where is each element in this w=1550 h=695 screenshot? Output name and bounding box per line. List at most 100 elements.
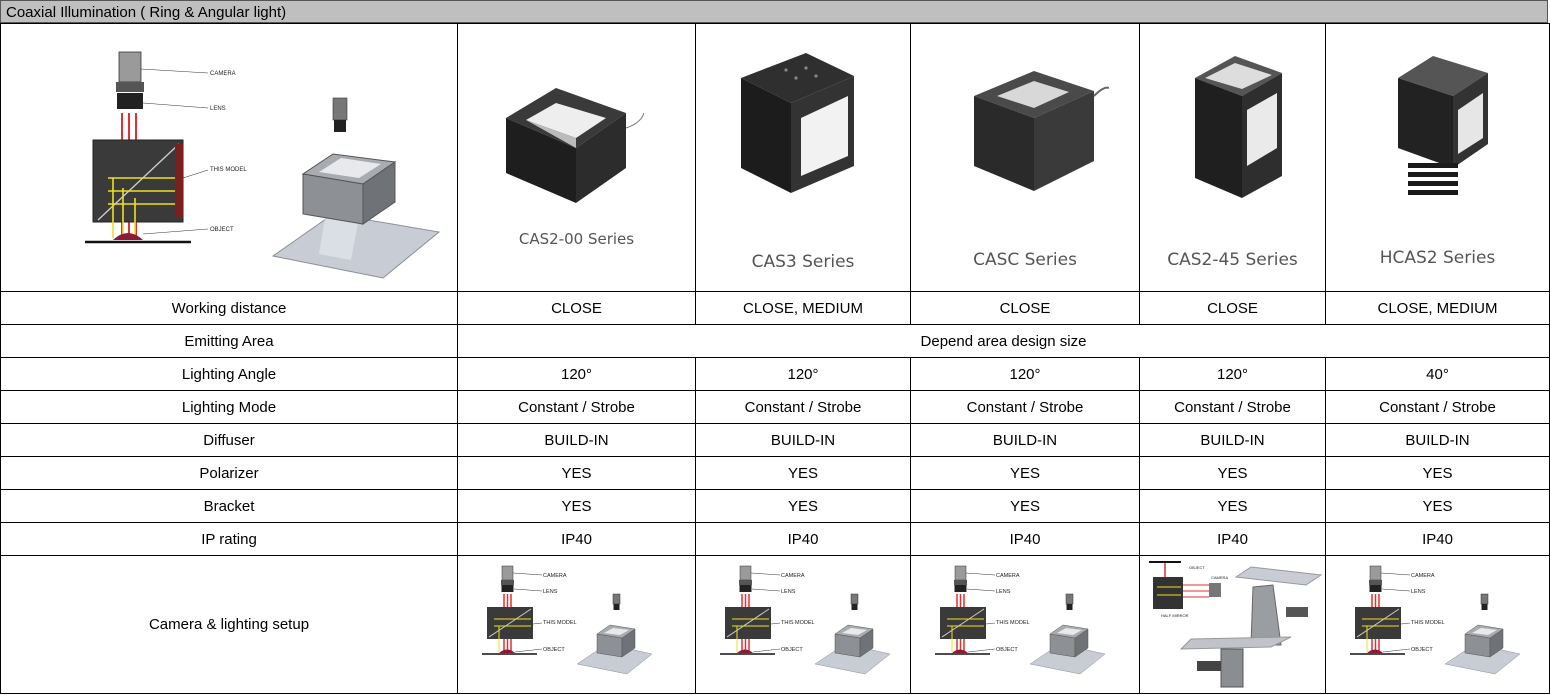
row-bracket: Bracket YES YES YES YES YES xyxy=(0,489,1550,523)
hcas2-product-icon xyxy=(1398,56,1488,195)
label-ip-rating: IP rating xyxy=(0,522,458,556)
value-cell: Constant / Strobe xyxy=(695,390,911,424)
mini-camera-caption: CAMERA xyxy=(1211,575,1228,580)
setup-cell-angular: OBJECT CAMERA HALF MIRROR xyxy=(1139,555,1326,694)
lens-shape xyxy=(117,93,143,109)
spec-table: CAMERA LENS THIS MOD xyxy=(0,23,1550,694)
yellow-rays xyxy=(108,177,178,238)
value-cell: YES xyxy=(695,489,911,523)
object-caption: OBJECT xyxy=(210,227,234,233)
product-cell-cas2-45: CAS2-45 Series xyxy=(1139,23,1326,292)
value-cell: 120° xyxy=(695,357,911,391)
label-diffuser: Diffuser xyxy=(0,423,458,457)
base-plate xyxy=(271,213,441,279)
label-emitting-area: Emitting Area xyxy=(0,324,458,358)
sheet-title: Coaxial Illumination ( Ring & Angular li… xyxy=(0,0,1548,23)
value-cell: 120° xyxy=(1139,357,1326,391)
product-cell-hcas2: HCAS2 Series xyxy=(1325,23,1550,292)
mini-lens-caption: LENS xyxy=(1411,589,1426,595)
coaxial-setup-diagram: CAMERA LENS THIS MOD xyxy=(85,51,441,279)
casc-product-icon xyxy=(974,71,1109,191)
mini-camera-caption: CAMERA xyxy=(781,573,805,579)
setup-diagram-icon-angular: OBJECT CAMERA HALF MIRROR xyxy=(1149,561,1323,688)
mini-camera-caption: CAMERA xyxy=(996,573,1020,579)
row-working-distance: Working distance CLOSE CLOSE, MEDIUM CLO… xyxy=(0,291,1550,325)
value-cell: BUILD-IN xyxy=(1139,423,1326,457)
product-cell-casc: CASC Series xyxy=(910,23,1140,292)
value-cell: IP40 xyxy=(457,522,696,556)
value-cell: BUILD-IN xyxy=(1325,423,1550,457)
label-setup: Camera & lighting setup xyxy=(0,555,458,694)
mini-camera-caption: CAMERA xyxy=(1411,573,1435,579)
camera-mount xyxy=(116,82,144,92)
value-cell: YES xyxy=(1325,456,1550,490)
value-cell: BUILD-IN xyxy=(695,423,911,457)
cas2-00-product-icon xyxy=(506,88,645,203)
value-cell: Constant / Strobe xyxy=(457,390,696,424)
value-cell: IP40 xyxy=(695,522,911,556)
row-emitting-area: Emitting Area Depend area design size xyxy=(0,324,1550,358)
value-cell: CLOSE, MEDIUM xyxy=(695,291,911,325)
row-polarizer: Polarizer YES YES YES YES YES xyxy=(0,456,1550,490)
setup-cell: CAMERA LENS THIS MODEL OBJECT xyxy=(457,555,696,694)
mini-camera-caption: CAMERA xyxy=(543,573,567,579)
value-cell: IP40 xyxy=(910,522,1140,556)
coaxial-diagram-cell: CAMERA LENS THIS MOD xyxy=(0,23,458,292)
value-cell: BUILD-IN xyxy=(910,423,1140,457)
value-cell: IP40 xyxy=(1139,522,1326,556)
row-lighting-angle: Lighting Angle 120° 120° 120° 120° 40° xyxy=(0,357,1550,391)
lens-caption: LENS xyxy=(210,106,226,112)
value-cell: YES xyxy=(695,456,911,490)
product-image-row: CAMERA LENS THIS MOD xyxy=(0,23,1550,292)
value-cell: YES xyxy=(457,456,696,490)
value-cell: 120° xyxy=(910,357,1140,391)
label-bracket: Bracket xyxy=(0,489,458,523)
value-cell: YES xyxy=(1139,456,1326,490)
product-cell-cas3: CAS3 Series xyxy=(695,23,911,292)
setup-diagram-icon: CAMERA LENS THIS MODEL OBJECT xyxy=(482,565,653,675)
row-setup: Camera & lighting setup CAMERA LENS THIS M… xyxy=(0,555,1550,694)
mini-model-caption: THIS MODEL xyxy=(543,620,577,626)
mini-lens-caption: LENS xyxy=(543,589,558,595)
object-shape xyxy=(113,233,143,240)
mini-model-caption: THIS MODEL xyxy=(996,620,1030,626)
value-cell: CLOSE xyxy=(1139,291,1326,325)
product-name-hcas2: HCAS2 Series xyxy=(1379,248,1496,268)
value-cell: Constant / Strobe xyxy=(1139,390,1326,424)
mini-object-caption: OBJECT xyxy=(1189,565,1205,570)
row-lighting-mode: Lighting Mode Constant / Strobe Constant… xyxy=(0,390,1550,424)
value-cell: 40° xyxy=(1325,357,1550,391)
value-cell: CLOSE xyxy=(910,291,1140,325)
label-lighting-mode: Lighting Mode xyxy=(0,390,458,424)
mini-object-caption: OBJECT xyxy=(543,647,565,653)
value-cell: Constant / Strobe xyxy=(1325,390,1550,424)
mini-object-caption: OBJECT xyxy=(996,647,1018,653)
row-ip-rating: IP rating IP40 IP40 IP40 IP40 IP40 xyxy=(0,522,1550,556)
value-cell: BUILD-IN xyxy=(457,423,696,457)
row-diffuser: Diffuser BUILD-IN BUILD-IN BUILD-IN BUIL… xyxy=(0,423,1550,457)
value-cell: YES xyxy=(910,456,1140,490)
this-model-caption: THIS MODEL xyxy=(210,167,247,173)
product-name-cas2-00: CAS2-00 Series xyxy=(518,230,635,248)
value-cell: YES xyxy=(1139,489,1326,523)
product-name-casc: CASC Series xyxy=(973,250,1077,270)
value-cell: Constant / Strobe xyxy=(910,390,1140,424)
camera-body xyxy=(118,51,142,83)
value-cell: YES xyxy=(1325,489,1550,523)
product-name-cas2-45: CAS2-45 Series xyxy=(1167,250,1298,270)
value-cell: IP40 xyxy=(1325,522,1550,556)
camera-caption: CAMERA xyxy=(210,71,236,77)
label-polarizer: Polarizer xyxy=(0,456,458,490)
value-cell: 120° xyxy=(457,357,696,391)
value-cell: YES xyxy=(910,489,1140,523)
led-strip xyxy=(175,144,183,218)
